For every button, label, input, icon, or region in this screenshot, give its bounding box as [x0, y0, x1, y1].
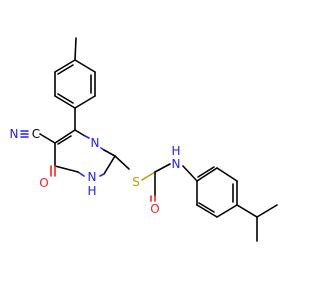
ring-bond — [216, 204, 238, 218]
tolyl-ring — [54, 37, 96, 109]
ring-double-bond — [57, 135, 72, 145]
isopropyl-bond — [236, 204, 258, 218]
ring-bond — [216, 167, 238, 182]
ring-bond — [54, 59, 76, 73]
ring-nh-nitrogen-label: N — [88, 170, 97, 184]
ring-bond — [84, 135, 90, 139]
amide-nitrogen-label: N — [172, 157, 181, 171]
ring-bond — [74, 129, 86, 137]
methyl-bond — [74, 37, 77, 61]
ring-bond — [196, 204, 218, 218]
ring-bond — [54, 165, 79, 173]
ring-bond — [99, 173, 105, 177]
ring-bond — [74, 59, 96, 73]
ring-nh-hydrogen-label: H — [87, 184, 96, 198]
ring-double-bond — [57, 93, 74, 104]
nitrile-link-bond — [39, 133, 56, 144]
ring-bond — [77, 171, 85, 177]
ring-double-bond — [198, 202, 215, 213]
ring-bond — [103, 155, 116, 175]
ring-bond — [54, 95, 76, 109]
cyano-carbon-label: C — [32, 127, 40, 141]
ring-double-bond — [57, 64, 74, 75]
ring-nitrogen-label: N — [91, 136, 100, 150]
isopropylphenyl-ring — [196, 166, 238, 218]
s-ch2-bond — [141, 171, 156, 181]
ring-bond — [196, 167, 218, 182]
c-s-bond — [114, 155, 130, 170]
ring-oxygen-label: O — [39, 176, 48, 190]
ring-double-bond — [197, 166, 215, 178]
c-n-amide-bond — [154, 163, 171, 173]
cyano-nitrogen-label: N — [10, 127, 19, 141]
molecule-diagram: C N N N H O S O N H — [10, 37, 278, 242]
n-aryl-bond — [182, 165, 198, 182]
amide-oxygen-label: O — [150, 202, 159, 216]
isopropyl-methyl-bond — [256, 204, 278, 218]
molecule-canvas: C N N N H O S O N H — [10, 37, 278, 242]
ring-bond — [74, 95, 96, 109]
pyrimidinone-ring — [54, 129, 116, 177]
sulfur-label: S — [132, 175, 140, 189]
ring-bond — [103, 149, 116, 157]
amide-hydrogen-label: H — [171, 144, 180, 158]
ring-bond — [54, 129, 76, 144]
